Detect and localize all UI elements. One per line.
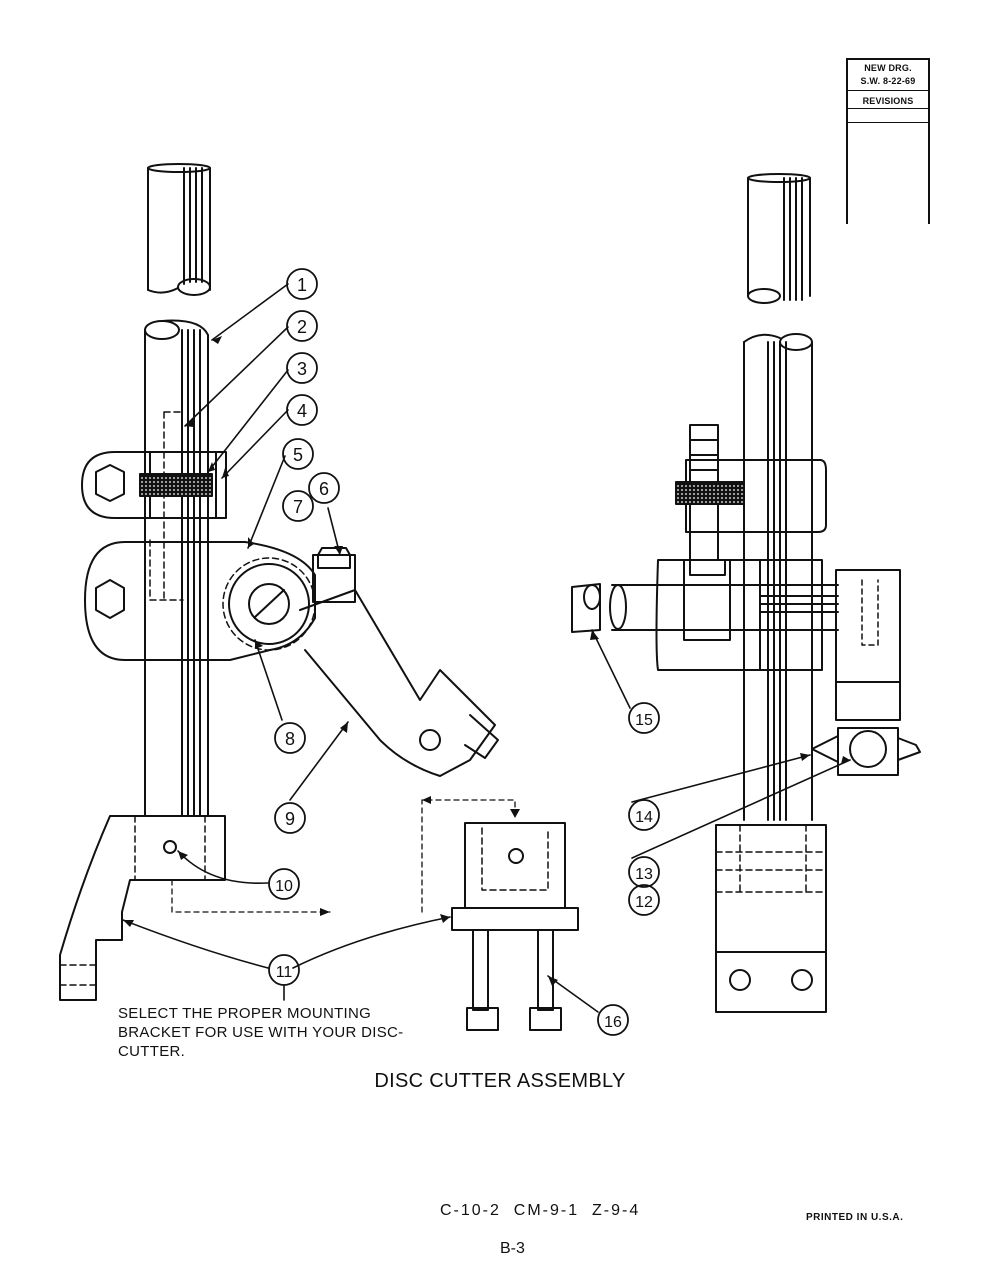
callout-8: 8 (274, 722, 306, 754)
right-mounting-bracket (715, 824, 827, 1013)
callout-7: 7 (282, 490, 314, 522)
callout-9: 9 (274, 802, 306, 834)
mounting-note-line: SELECT THE PROPER MOUNTING (118, 1005, 372, 1022)
printed-in-label: PRINTED IN U.S.A. (806, 1212, 904, 1223)
right-lower-clamp (655, 559, 823, 671)
callout-6: 6 (308, 472, 340, 504)
svg-text:6: 6 (319, 479, 329, 499)
left-main-rod (144, 319, 209, 817)
right-upper-clamp (675, 459, 827, 533)
revision-header: REVISIONS (862, 96, 914, 106)
right-cutter-head (811, 569, 921, 776)
svg-text:10: 10 (275, 878, 293, 895)
callout-11: 11 (268, 954, 300, 986)
callout-14: 14 (628, 799, 660, 831)
alternate-mounting-bracket (451, 822, 579, 1031)
svg-text:11: 11 (276, 964, 293, 981)
left-upper-rod (147, 163, 211, 296)
revision-divider (848, 122, 928, 123)
revision-divider (848, 108, 928, 109)
mounting-note: SELECT THE PROPER MOUNTING BRACKET FOR U… (118, 1004, 438, 1061)
drawing-codes: C-10-2 CM-9-1 Z-9-4 (440, 1202, 641, 1219)
svg-text:1: 1 (297, 275, 307, 295)
svg-text:4: 4 (297, 401, 307, 421)
svg-text:3: 3 (297, 359, 307, 379)
callout-5: 5 (282, 438, 314, 470)
svg-text:5: 5 (293, 445, 303, 465)
svg-text:14: 14 (635, 809, 653, 826)
mounting-note-line: BRACKET FOR USE WITH YOUR DISC- (118, 1024, 404, 1041)
page-number: B-3 (500, 1240, 525, 1257)
revision-date: S.W. 8-22-69 (860, 76, 916, 86)
mounting-note-line: CUTTER. (118, 1043, 186, 1060)
callout-15: 15 (628, 702, 660, 734)
left-mounting-bracket (59, 815, 226, 1001)
callout-1: 1 (286, 268, 318, 300)
revision-block: NEW DRG. S.W. 8-22-69 REVISIONS (846, 58, 930, 224)
svg-text:7: 7 (293, 497, 303, 517)
leader-arrowheads (123, 336, 850, 986)
callout-13: 13 (628, 856, 660, 888)
svg-text:15: 15 (635, 712, 653, 729)
left-cutter-arm (299, 589, 499, 777)
svg-text:2: 2 (297, 317, 307, 337)
callout-10: 10 (268, 868, 300, 900)
revision-new-drawing: NEW DRG. (864, 63, 912, 73)
svg-text:13: 13 (635, 866, 653, 883)
svg-text:9: 9 (285, 809, 295, 829)
left-hidden-lines (149, 411, 184, 601)
svg-text:12: 12 (635, 894, 653, 911)
callout-2: 2 (286, 310, 318, 342)
left-nut (312, 547, 356, 603)
callout-4: 4 (286, 394, 318, 426)
svg-text:8: 8 (285, 729, 295, 749)
revision-divider (848, 90, 928, 91)
svg-text:16: 16 (604, 1014, 622, 1031)
right-cross-rod (609, 584, 839, 631)
callout-16: 16 (597, 1004, 629, 1036)
right-collar-15 (571, 583, 601, 633)
right-upper-rod (747, 173, 811, 304)
leader-lines (122, 283, 851, 1013)
callout-3: 3 (286, 352, 318, 384)
left-upper-clamp (81, 451, 227, 519)
callout-12: 12 (628, 884, 660, 916)
bracket-flow-arrow (171, 799, 516, 913)
drawing-title: DISC CUTTER ASSEMBLY (374, 1070, 626, 1092)
right-main-rod (743, 333, 813, 821)
